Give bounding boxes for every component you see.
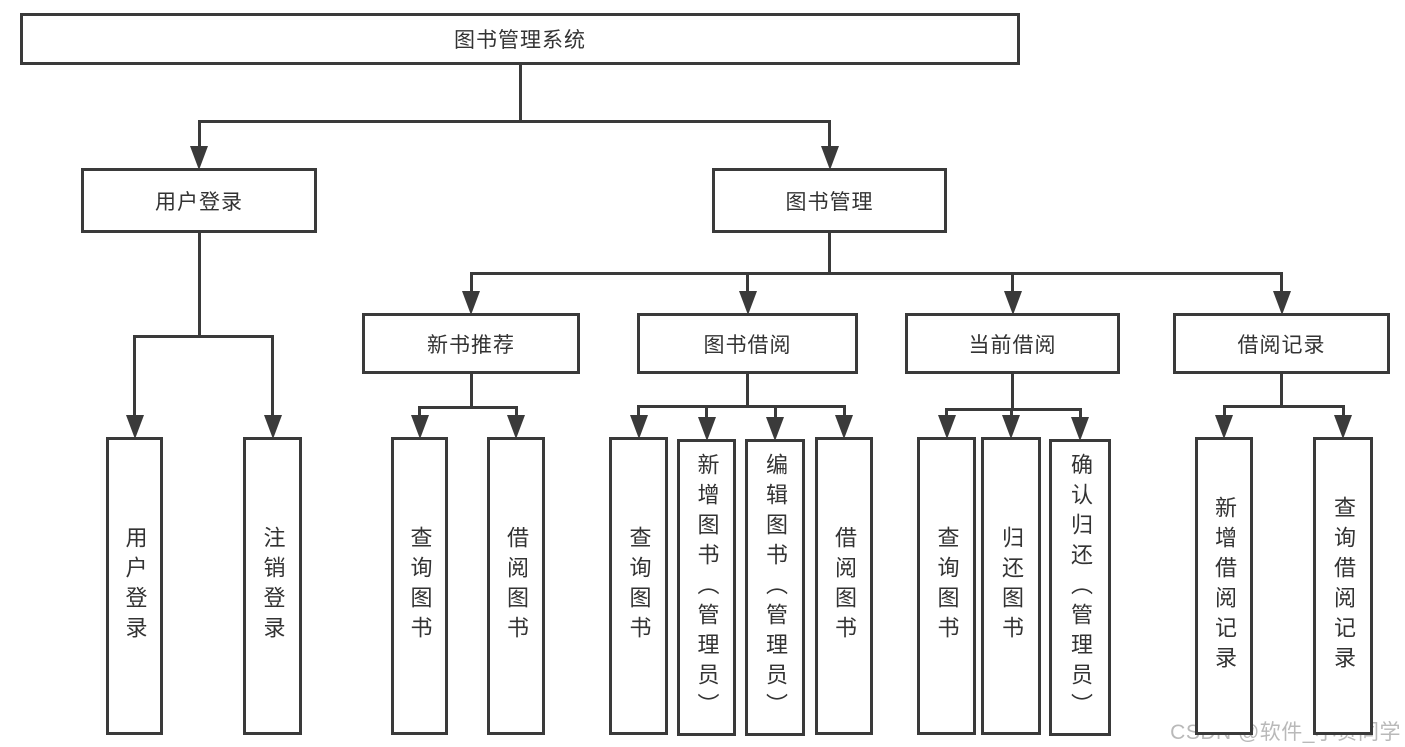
node-label: 新增图书（管理员） bbox=[694, 452, 720, 723]
node-br-add-record: 新增借阅记录 bbox=[1195, 437, 1253, 735]
node-label: 借阅图书 bbox=[832, 526, 857, 646]
connector-line-vertical bbox=[746, 272, 749, 295]
connector-line-vertical bbox=[705, 405, 708, 421]
arrow-down-icon bbox=[1272, 291, 1291, 315]
connector-line-vertical bbox=[1078, 408, 1082, 421]
connector-line-vertical bbox=[1222, 405, 1226, 419]
connector-line-vertical bbox=[1280, 374, 1283, 408]
connector-line-vertical bbox=[518, 65, 522, 123]
arrow-down-icon bbox=[766, 417, 784, 441]
connector-line-vertical bbox=[746, 374, 749, 408]
node-label: 归还图书 bbox=[999, 526, 1024, 646]
arrow-down-icon bbox=[1071, 417, 1089, 441]
connector-line-horizontal bbox=[418, 406, 518, 409]
node-rec-borrow-book: 借阅图书 bbox=[487, 437, 545, 735]
connector-line-vertical bbox=[514, 406, 518, 419]
node-book-borrow: 图书借阅 bbox=[637, 313, 858, 374]
node-bb-add-book: 新增图书（管理员） bbox=[677, 439, 736, 736]
connector-line-vertical bbox=[197, 120, 201, 150]
connector-line-vertical bbox=[271, 335, 274, 419]
connector-line-vertical bbox=[828, 233, 831, 275]
node-bb-query-book: 查询图书 bbox=[609, 437, 668, 735]
arrow-down-icon bbox=[1002, 415, 1020, 439]
node-user-login: 用户登录 bbox=[81, 168, 317, 233]
connector-line-horizontal bbox=[133, 335, 274, 338]
connector-line-vertical bbox=[469, 272, 473, 295]
node-label: 新增借阅记录 bbox=[1212, 496, 1237, 676]
arrow-down-icon bbox=[1003, 291, 1022, 315]
arrow-down-icon bbox=[1334, 415, 1352, 439]
node-login: 用户登录 bbox=[106, 437, 163, 735]
connector-line-vertical bbox=[133, 335, 136, 419]
arrow-down-icon bbox=[125, 415, 144, 439]
node-label: 当前借阅 bbox=[968, 333, 1057, 357]
connector-line-horizontal bbox=[945, 408, 1082, 411]
connector-line-vertical bbox=[1011, 272, 1014, 295]
node-label: 查询图书 bbox=[626, 526, 652, 646]
node-cb-return-book: 归还图书 bbox=[981, 437, 1041, 735]
connector-line-vertical bbox=[1011, 374, 1014, 411]
node-label: 借阅记录 bbox=[1237, 333, 1326, 357]
arrow-down-icon bbox=[263, 415, 282, 439]
connector-line-horizontal bbox=[637, 405, 846, 408]
arrow-down-icon bbox=[1215, 415, 1233, 439]
connector-line-vertical bbox=[418, 406, 421, 419]
node-label: 查询借阅记录 bbox=[1331, 496, 1356, 676]
node-label: 借阅图书 bbox=[504, 526, 529, 646]
node-bb-edit-book: 编辑图书（管理员） bbox=[745, 439, 805, 736]
node-book-mgmt: 图书管理 bbox=[712, 168, 947, 233]
arrow-down-icon bbox=[507, 415, 525, 439]
node-label: 查询图书 bbox=[934, 526, 960, 646]
arrow-down-icon bbox=[937, 415, 956, 439]
connector-line-horizontal bbox=[1222, 405, 1345, 408]
connector-line-vertical bbox=[1341, 405, 1345, 419]
node-root: 图书管理系统 bbox=[20, 13, 1020, 65]
connector-line-vertical bbox=[637, 405, 640, 419]
connector-line-vertical bbox=[842, 405, 846, 419]
node-label: 注销登录 bbox=[260, 526, 286, 646]
node-current-borrow: 当前借阅 bbox=[905, 313, 1120, 374]
node-rec-query-book: 查询图书 bbox=[391, 437, 448, 735]
node-label: 查询图书 bbox=[407, 526, 433, 646]
arrow-down-icon bbox=[462, 291, 480, 315]
node-label: 图书管理 bbox=[785, 190, 874, 214]
node-label: 图书借阅 bbox=[703, 333, 792, 357]
arrow-down-icon bbox=[697, 417, 716, 441]
connector-line-vertical bbox=[1009, 408, 1013, 419]
node-bb-borrow-book: 借阅图书 bbox=[815, 437, 873, 735]
arrow-down-icon bbox=[629, 415, 648, 439]
connector-line-vertical bbox=[773, 405, 777, 421]
node-label: 编辑图书（管理员） bbox=[763, 452, 788, 723]
node-new-book-rec: 新书推荐 bbox=[362, 313, 580, 374]
connector-line-vertical bbox=[197, 233, 201, 338]
arrow-down-icon bbox=[190, 146, 208, 170]
node-cb-query-book: 查询图书 bbox=[917, 437, 976, 735]
node-logout: 注销登录 bbox=[243, 437, 302, 735]
node-label: 新书推荐 bbox=[427, 333, 515, 357]
connector-line-horizontal bbox=[469, 272, 1283, 275]
arrow-down-icon bbox=[738, 291, 757, 315]
connector-line-vertical bbox=[1280, 272, 1283, 295]
node-borrow-records: 借阅记录 bbox=[1173, 313, 1390, 374]
node-label: 图书管理系统 bbox=[454, 29, 586, 52]
node-label: 确认归还（管理员） bbox=[1068, 452, 1093, 723]
arrow-down-icon bbox=[410, 415, 429, 439]
node-label: 用户登录 bbox=[155, 190, 243, 214]
connector-line-vertical bbox=[828, 120, 831, 150]
arrow-down-icon bbox=[835, 415, 853, 439]
connector-line-horizontal bbox=[197, 120, 831, 123]
node-cb-confirm-return: 确认归还（管理员） bbox=[1049, 439, 1111, 736]
connector-line-vertical bbox=[945, 408, 948, 419]
connector-line-vertical bbox=[469, 374, 473, 409]
node-label: 用户登录 bbox=[122, 526, 148, 646]
node-br-query-record: 查询借阅记录 bbox=[1313, 437, 1373, 735]
arrow-down-icon bbox=[820, 146, 839, 170]
